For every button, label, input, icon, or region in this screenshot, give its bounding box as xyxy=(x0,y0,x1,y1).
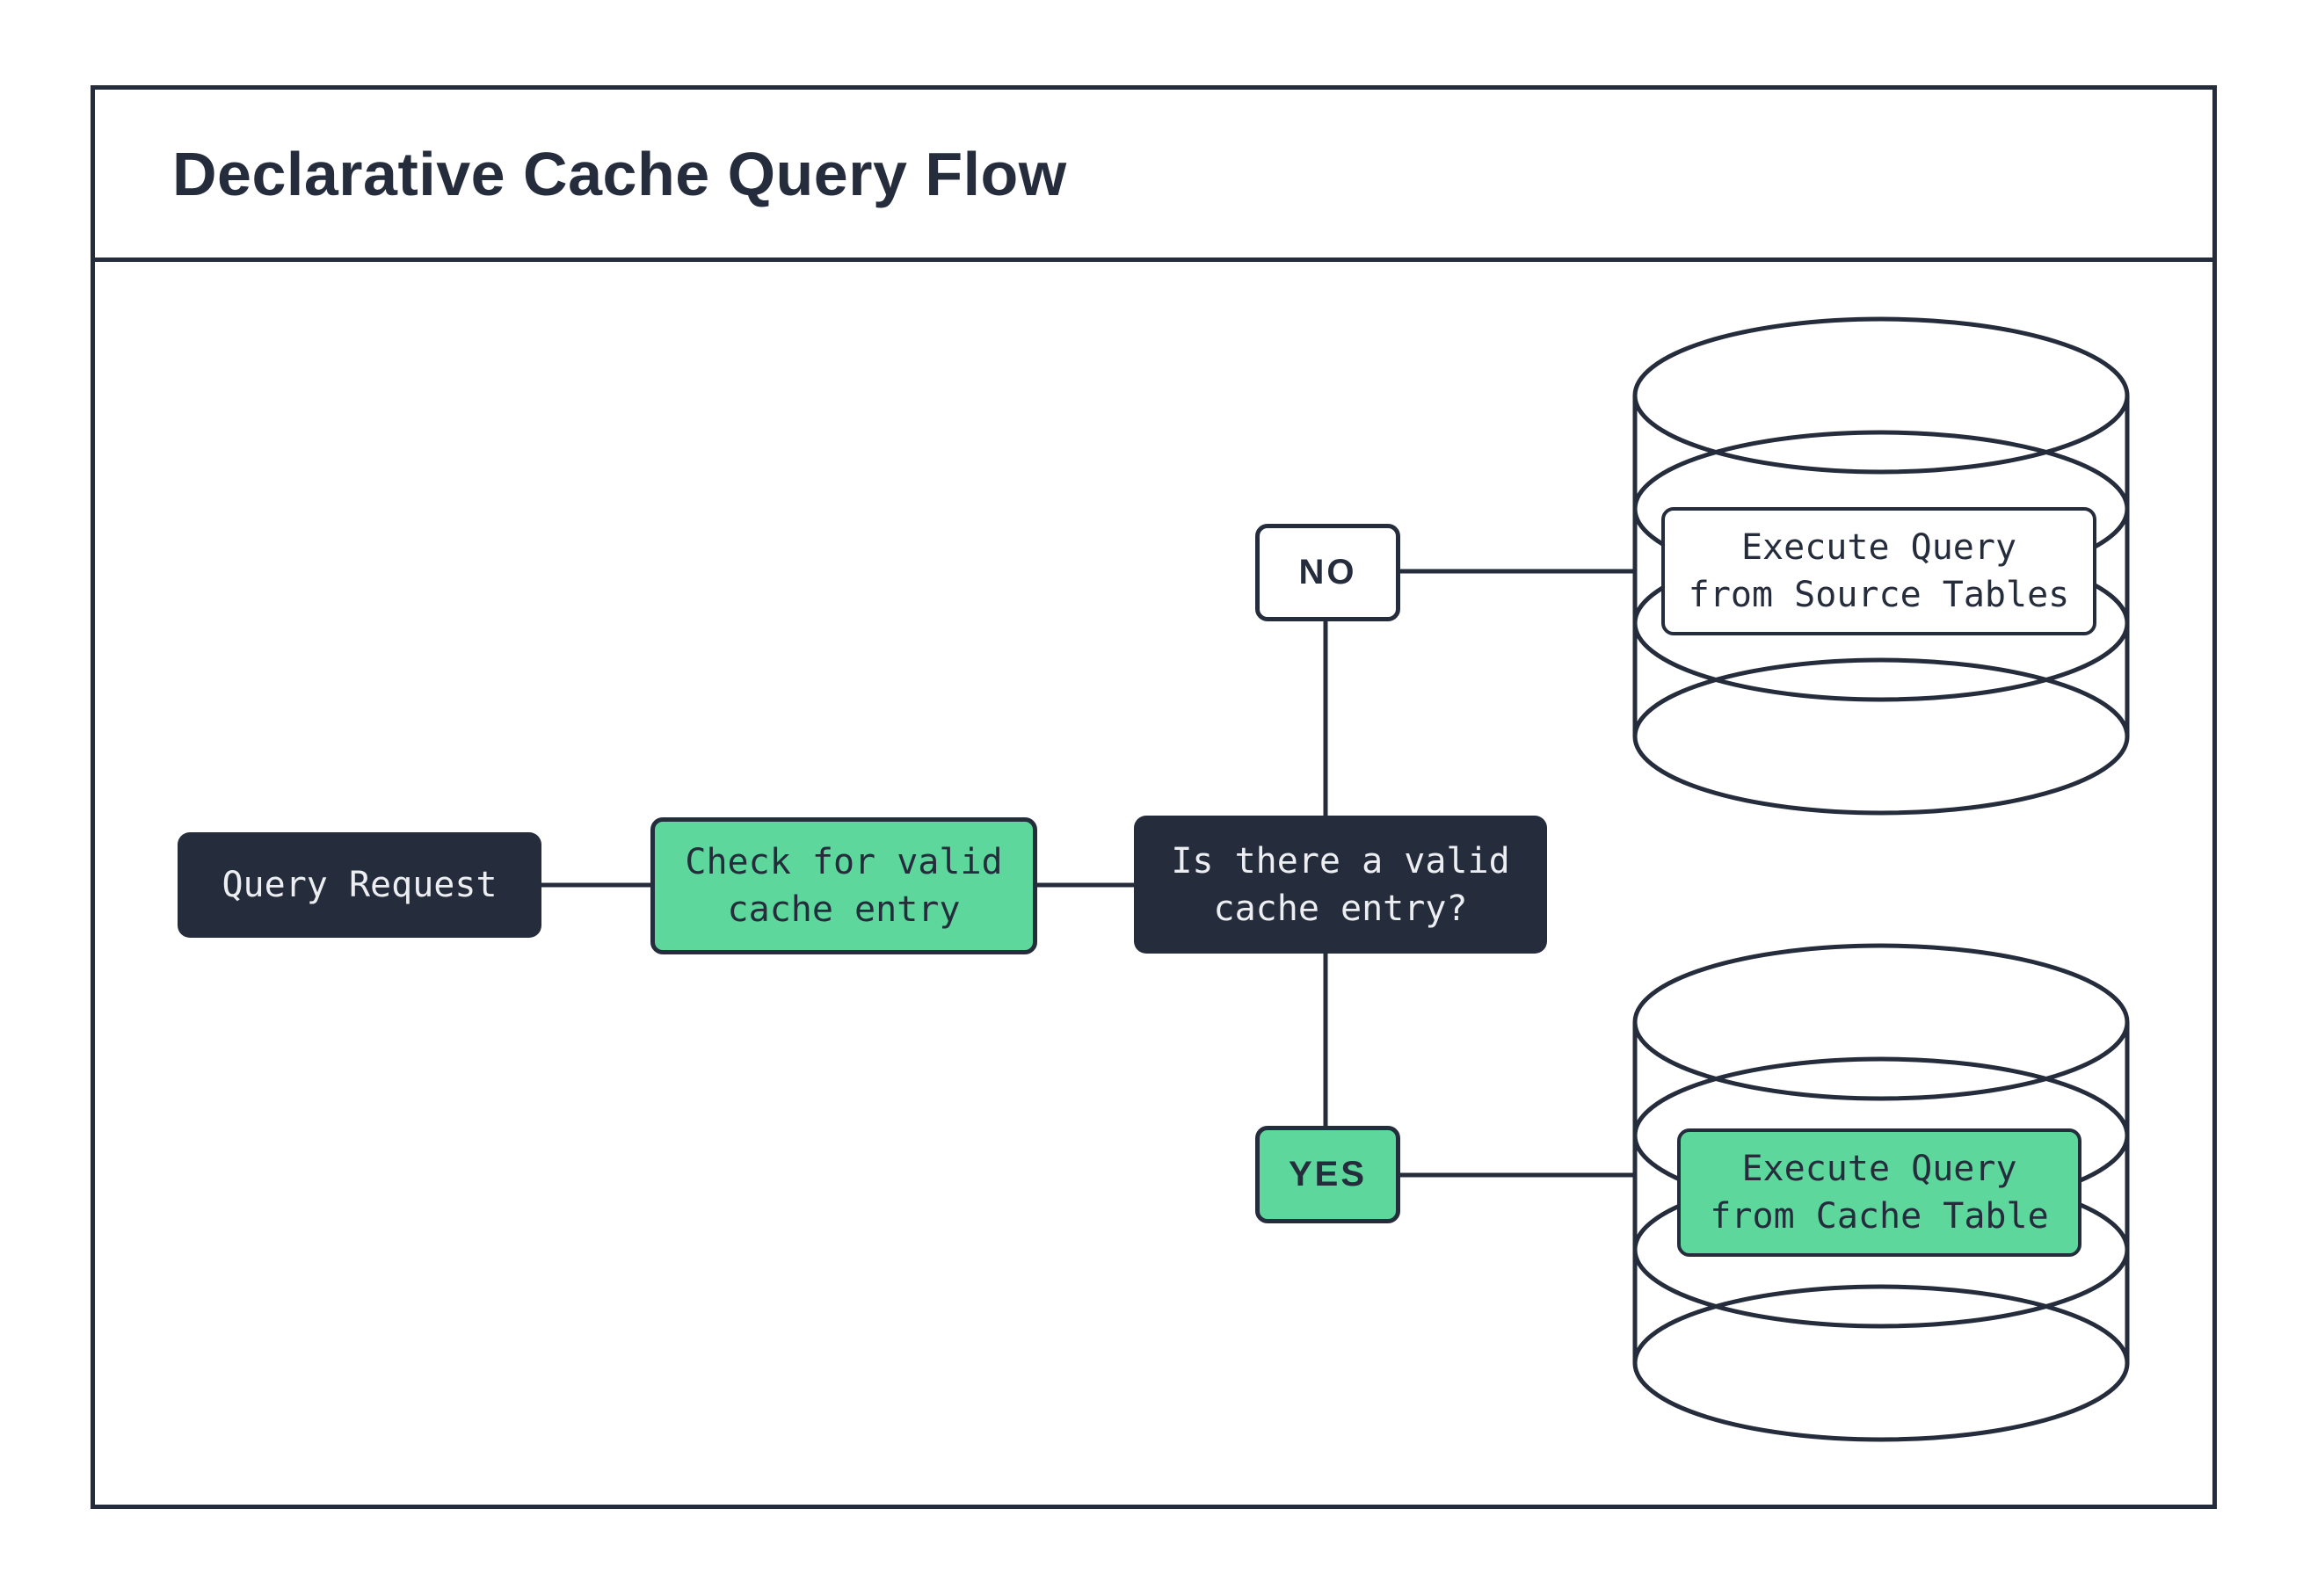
title-bar: Declarative Cache Query Flow xyxy=(95,90,2212,262)
edge-label-no: NO xyxy=(1255,524,1400,621)
node-check-cache-entry: Check for valid cache entry xyxy=(650,817,1037,954)
node-decision-valid-cache: Is there a valid cache entry? xyxy=(1134,816,1547,954)
node-execute-query-cache-table: Execute Query from Cache Table xyxy=(1677,1128,2081,1257)
edge-label-yes: YES xyxy=(1255,1126,1400,1223)
page-title: Declarative Cache Query Flow xyxy=(172,139,1067,208)
node-execute-query-source-tables: Execute Query from Source Tables xyxy=(1661,507,2096,635)
diagram-frame: Declarative Cache Query Flow xyxy=(91,85,2217,1509)
node-query-request: Query Request xyxy=(178,832,541,938)
